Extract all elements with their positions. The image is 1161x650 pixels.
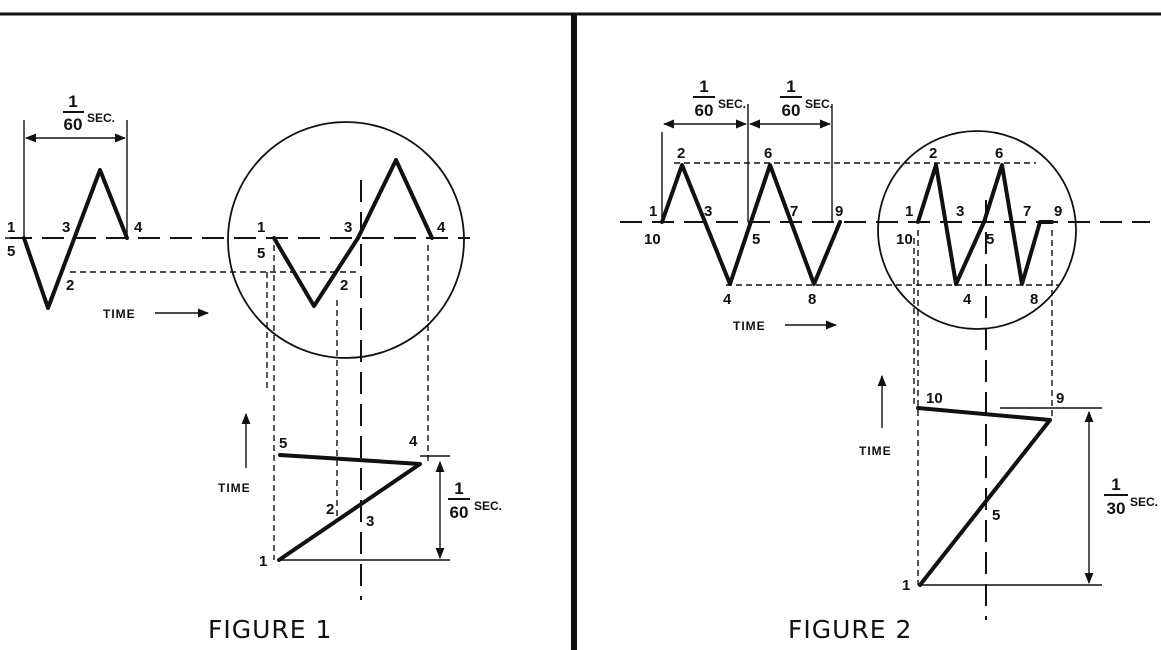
figure-1: 1 60 SEC. 1 5 3 2 4 TIME 1 5 2 3 4 5 — [5, 92, 502, 644]
fig1-circle-label-2: 2 — [340, 277, 348, 294]
fig2-circle-label-8: 8 — [1030, 291, 1038, 308]
fig2-sweep-label-10: 10 — [926, 390, 943, 407]
fig2-time-axis-label: TIME — [733, 319, 766, 333]
fig2-wave-label-7: 7 — [790, 203, 798, 220]
fig1-wave-label-5: 5 — [7, 243, 15, 260]
fig2-sweep-numerator: 1 — [1111, 475, 1120, 494]
fig2-circle-label-1: 1 — [905, 203, 913, 220]
fig2-sweep-label-5: 5 — [992, 507, 1000, 524]
fig2-time-vertical-label: TIME — [859, 444, 892, 458]
fig1-circle-label-5: 5 — [257, 245, 265, 262]
fig2-circle-label-3: 3 — [956, 203, 964, 220]
fig2-wave-label-9: 9 — [835, 203, 843, 220]
fig1-sweep-trace — [277, 453, 422, 562]
fig2-wave-label-5: 5 — [752, 231, 760, 248]
fig2-wave-label-2: 2 — [677, 145, 685, 162]
fig2-wave-label-10: 10 — [644, 231, 661, 248]
fig2-wave-label-1: 1 — [649, 203, 657, 220]
fig2-sweep-denominator: 30 — [1107, 499, 1126, 518]
fig1-sweep-unit: SEC. — [474, 499, 502, 513]
fig2-wave-label-8: 8 — [808, 291, 816, 308]
fig1-scope-circle — [227, 121, 465, 359]
fig2-sweep-trace — [916, 406, 1052, 587]
fig1-sweep-numerator: 1 — [454, 479, 463, 498]
fig1-sweep-label-3: 3 — [366, 513, 374, 530]
fig1-circle-label-3: 3 — [344, 219, 352, 236]
fig1-wave-label-2: 2 — [66, 277, 74, 294]
fig2-sweep-label-1: 1 — [902, 577, 910, 594]
figure-2: 1 60 SEC. 1 60 SEC. 2 6 1 10 3 5 7 9 4 8… — [620, 77, 1158, 644]
fig2-period1-unit: SEC. — [718, 97, 746, 111]
fig2-circle-label-2: 2 — [929, 145, 937, 162]
fig2-scope-circle — [877, 130, 1077, 330]
fig1-sweep-label-4: 4 — [409, 433, 418, 450]
fig2-wave-label-6: 6 — [764, 145, 772, 162]
fig2-wave-label-4: 4 — [723, 291, 732, 308]
fig2-sweep-unit: SEC. — [1130, 495, 1158, 509]
fig2-period1-denominator: 60 — [695, 101, 714, 120]
fig1-sweep-denominator: 60 — [450, 503, 469, 522]
fig1-circle-label-4: 4 — [437, 219, 446, 236]
fig1-waveform — [22, 168, 129, 310]
fig1-period-numerator: 1 — [68, 92, 77, 111]
figure-1-caption: FIGURE 1 — [208, 615, 332, 644]
fig1-circle-waveform — [272, 158, 434, 308]
fig1-sweep-label-5: 5 — [279, 435, 287, 452]
fig2-circle-label-9: 9 — [1054, 203, 1062, 220]
fig2-circle-label-10: 10 — [896, 231, 913, 248]
fig1-period-unit: SEC. — [87, 111, 115, 125]
fig2-circle-label-4: 4 — [963, 291, 972, 308]
fig2-wave-label-3: 3 — [704, 203, 712, 220]
fig2-circle-label-5: 5 — [986, 231, 994, 248]
fig1-sweep-label-2: 2 — [326, 501, 334, 518]
fig1-sweep-label-1: 1 — [259, 553, 267, 570]
fig2-sweep-label-9: 9 — [1056, 390, 1064, 407]
fig2-circle-waveform — [916, 163, 1054, 286]
fig2-circle-label-7: 7 — [1023, 203, 1031, 220]
fig1-time-axis-label: TIME — [103, 307, 136, 321]
fig1-time-vertical-label: TIME — [218, 481, 251, 495]
fig1-wave-label-4: 4 — [134, 219, 143, 236]
fig1-wave-label-3: 3 — [62, 219, 70, 236]
fig2-circle-label-6: 6 — [995, 145, 1003, 162]
fig2-period2-unit: SEC. — [805, 97, 833, 111]
figure-2-caption: FIGURE 2 — [788, 615, 912, 644]
fig2-period1-numerator: 1 — [699, 77, 708, 96]
fig2-waveform — [660, 163, 842, 286]
fig1-period-denominator: 60 — [64, 115, 83, 134]
fig1-wave-label-1: 1 — [7, 219, 15, 236]
fig2-period2-denominator: 60 — [782, 101, 801, 120]
fig2-period2-numerator: 1 — [786, 77, 795, 96]
fig1-circle-label-1: 1 — [257, 219, 265, 236]
